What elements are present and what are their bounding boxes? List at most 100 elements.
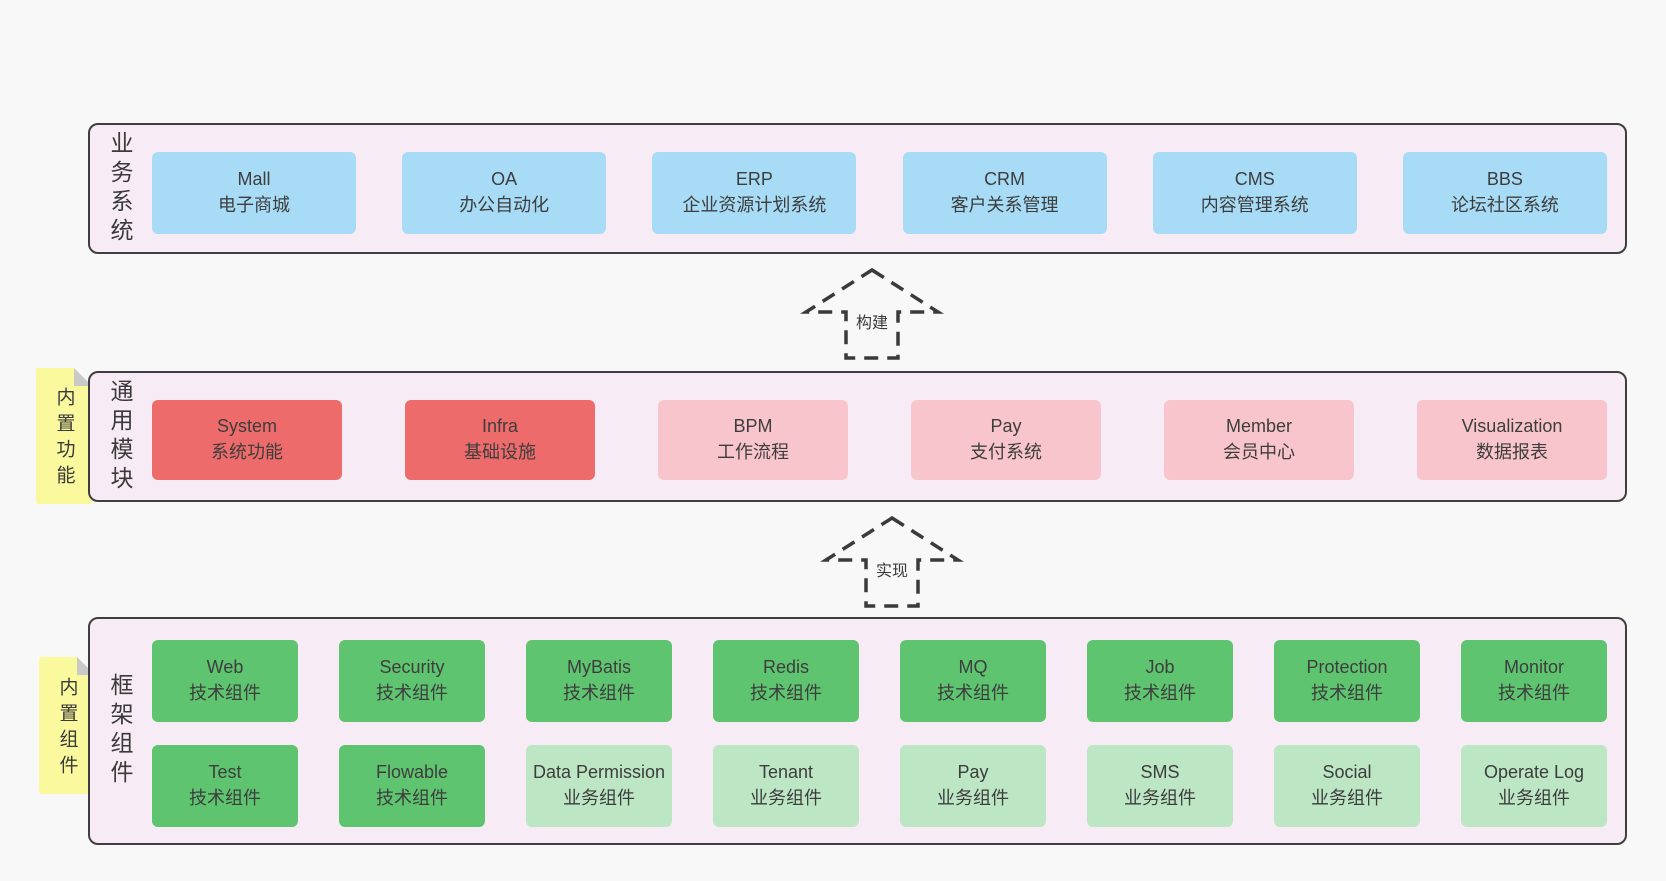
box-name: Security [379, 657, 445, 678]
box-desc: 技术组件 [189, 683, 261, 703]
box-sms: SMS 业务组件 [1087, 745, 1233, 827]
box-name: BPM [733, 416, 773, 437]
common-modules-row: System 系统功能 Infra 基础设施 BPM 工作流程 Pay 支付系统… [152, 400, 1607, 480]
implement-arrow: 实现 [817, 513, 967, 613]
builtin-components-sticky-note: 内置组件 [39, 657, 95, 794]
box-name: SMS [1140, 762, 1180, 783]
box-job: Job 技术组件 [1087, 640, 1233, 722]
box-name: Pay [957, 762, 989, 783]
box-pay-system: Pay 支付系统 [911, 400, 1101, 480]
box-crm: CRM 客户关系管理 [902, 152, 1107, 234]
box-desc: 技术组件 [1124, 683, 1196, 703]
common-modules-label: 通用模块 [107, 378, 133, 495]
box-desc: 系统功能 [211, 442, 283, 462]
box-desc: 业务组件 [1498, 788, 1570, 808]
framework-components-label: 框架组件 [107, 673, 133, 789]
box-name: OA [491, 169, 518, 190]
box-bpm: BPM 工作流程 [658, 400, 848, 480]
box-name: Tenant [758, 762, 814, 783]
box-mall: Mall 电子商城 [152, 152, 356, 234]
box-desc: 业务组件 [750, 788, 822, 808]
implement-arrow-label: 实现 [872, 557, 912, 581]
box-web: Web 技术组件 [152, 640, 298, 722]
box-name: Visualization [1461, 416, 1563, 437]
box-desc: 技术组件 [563, 683, 635, 703]
box-oa: OA 办公自动化 [402, 152, 607, 234]
box-name: BBS [1486, 169, 1523, 190]
box-data-permission: Data Permission 业务组件 [526, 745, 672, 827]
box-desc: 办公自动化 [459, 195, 550, 215]
box-desc: 技术组件 [189, 788, 261, 808]
box-flowable: Flowable 技术组件 [339, 745, 485, 827]
box-desc: 会员中心 [1223, 442, 1295, 462]
box-desc: 内容管理系统 [1200, 195, 1309, 215]
box-desc: 支付系统 [970, 442, 1042, 462]
box-name: Test [208, 762, 242, 783]
box-desc: 技术组件 [937, 683, 1009, 703]
box-name: MyBatis [566, 657, 631, 678]
box-name: Data Permission [532, 762, 666, 783]
box-name: Pay [990, 416, 1022, 437]
box-infra: Infra 基础设施 [405, 400, 595, 480]
box-pay-component: Pay 业务组件 [900, 745, 1046, 827]
business-systems-panel: 业务系统 Mall 电子商城 OA 办公自动化 ERP 企业资源计划系统 CRM… [88, 123, 1627, 254]
box-desc: 业务组件 [1124, 788, 1196, 808]
box-name: Operate Log [1483, 762, 1585, 783]
box-name: Mall [237, 169, 271, 190]
box-visualization: Visualization 数据报表 [1417, 400, 1607, 480]
box-erp: ERP 企业资源计划系统 [652, 152, 857, 234]
builtin-features-sticky-note: 内置功能 [36, 368, 92, 504]
box-name: System [216, 416, 277, 437]
box-desc: 技术组件 [750, 683, 822, 703]
box-name: Monitor [1503, 657, 1565, 678]
box-name: Member [1225, 416, 1292, 437]
common-modules-panel: 通用模块 System 系统功能 Infra 基础设施 BPM 工作流程 Pay… [88, 371, 1627, 502]
box-desc: 技术组件 [376, 683, 448, 703]
box-desc: 电子商城 [218, 195, 290, 215]
box-desc: 工作流程 [717, 442, 789, 462]
box-member: Member 会员中心 [1164, 400, 1354, 480]
box-name: Job [1145, 657, 1175, 678]
box-desc: 技术组件 [376, 788, 448, 808]
box-tenant: Tenant 业务组件 [713, 745, 859, 827]
box-desc: 基础设施 [464, 442, 536, 462]
box-name: Protection [1306, 657, 1388, 678]
box-redis: Redis 技术组件 [713, 640, 859, 722]
box-system: System 系统功能 [152, 400, 342, 480]
box-desc: 客户关系管理 [950, 195, 1059, 215]
box-cms: CMS 内容管理系统 [1152, 152, 1357, 234]
box-desc: 业务组件 [937, 788, 1009, 808]
box-desc: 企业资源计划系统 [682, 195, 827, 215]
box-security: Security 技术组件 [339, 640, 485, 722]
sticky-note-label: 内置功能 [53, 387, 75, 491]
box-name: CRM [984, 169, 1026, 190]
box-test: Test 技术组件 [152, 745, 298, 827]
box-name: Web [206, 657, 244, 678]
box-name: Redis [762, 657, 810, 678]
box-monitor: Monitor 技术组件 [1461, 640, 1607, 722]
box-name: ERP [735, 169, 773, 190]
box-name: Social [1322, 762, 1372, 783]
framework-components-panel: 框架组件 Web 技术组件 Security 技术组件 MyBatis 技术组件… [88, 617, 1627, 845]
box-desc: 业务组件 [1311, 788, 1383, 808]
box-desc: 业务组件 [563, 788, 635, 808]
build-arrow: 构建 [797, 265, 947, 365]
up-arrow-dashed-icon [799, 267, 945, 360]
box-mq: MQ 技术组件 [900, 640, 1046, 722]
box-desc: 论坛社区系统 [1450, 195, 1559, 215]
business-systems-row: Mall 电子商城 OA 办公自动化 ERP 企业资源计划系统 CRM 客户关系… [152, 152, 1607, 234]
framework-components-row-2: Test 技术组件 Flowable 技术组件 Data Permission … [152, 745, 1607, 827]
box-bbs: BBS 论坛社区系统 [1402, 152, 1607, 234]
box-desc: 技术组件 [1311, 683, 1383, 703]
build-arrow-label: 构建 [852, 309, 892, 333]
box-mybatis: MyBatis 技术组件 [526, 640, 672, 722]
box-protection: Protection 技术组件 [1274, 640, 1420, 722]
box-operate-log: Operate Log 业务组件 [1461, 745, 1607, 827]
box-social: Social 业务组件 [1274, 745, 1420, 827]
sticky-note-label: 内置组件 [56, 676, 78, 781]
box-name: MQ [958, 657, 988, 678]
box-name: Flowable [375, 762, 449, 783]
box-name: Infra [481, 416, 519, 437]
up-arrow-dashed-icon [819, 515, 965, 608]
